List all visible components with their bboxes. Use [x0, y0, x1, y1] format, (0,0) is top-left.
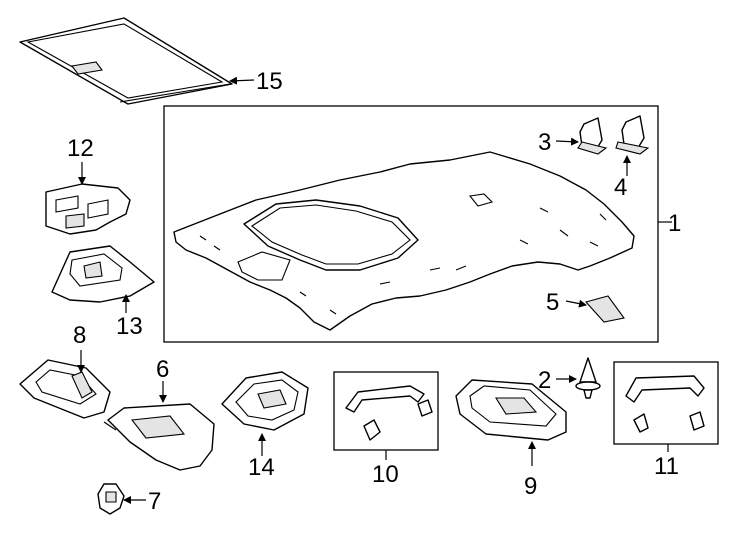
- leader-3: [555, 137, 579, 146]
- callout-14: 14: [248, 454, 275, 481]
- push-clip-part-2: [575, 357, 601, 399]
- callout-15: 15: [256, 68, 283, 95]
- callout-10: 10: [372, 461, 399, 488]
- headliner-part: [173, 151, 635, 331]
- clip-part-4: [615, 115, 650, 155]
- callout-2: 2: [538, 367, 551, 394]
- callout-4: 4: [614, 174, 627, 201]
- callout-13: 13: [116, 313, 143, 340]
- callout-3: 3: [538, 129, 551, 156]
- leader-15: [229, 76, 255, 85]
- pad-part-5: [584, 295, 625, 323]
- leader-5: [565, 299, 587, 308]
- callout-5: 5: [546, 289, 559, 316]
- callout-12: 12: [67, 135, 94, 162]
- sunshade-panel-part: [19, 17, 233, 105]
- callout-1: 1: [668, 210, 681, 237]
- headliner-box: [163, 105, 659, 343]
- callout-7: 7: [148, 488, 161, 515]
- callout-8: 8: [73, 322, 86, 349]
- module-part-12: [45, 183, 131, 235]
- dome-lamp-part-9: [455, 379, 567, 441]
- sun-visor-part-6: [103, 403, 215, 471]
- clip-part-3: [577, 117, 608, 155]
- assist-grip-part-11: [625, 375, 705, 433]
- assist-grip-part-10: [345, 385, 433, 441]
- holder-part-7: [97, 483, 125, 515]
- callout-11: 11: [654, 453, 679, 480]
- console-lamp-part-14: [221, 371, 309, 431]
- callout-9: 9: [524, 473, 537, 500]
- callout-6: 6: [156, 356, 169, 383]
- assist-grip-box-11: [613, 361, 719, 445]
- lamp-part-8: [19, 359, 111, 419]
- cover-part-13: [51, 245, 155, 303]
